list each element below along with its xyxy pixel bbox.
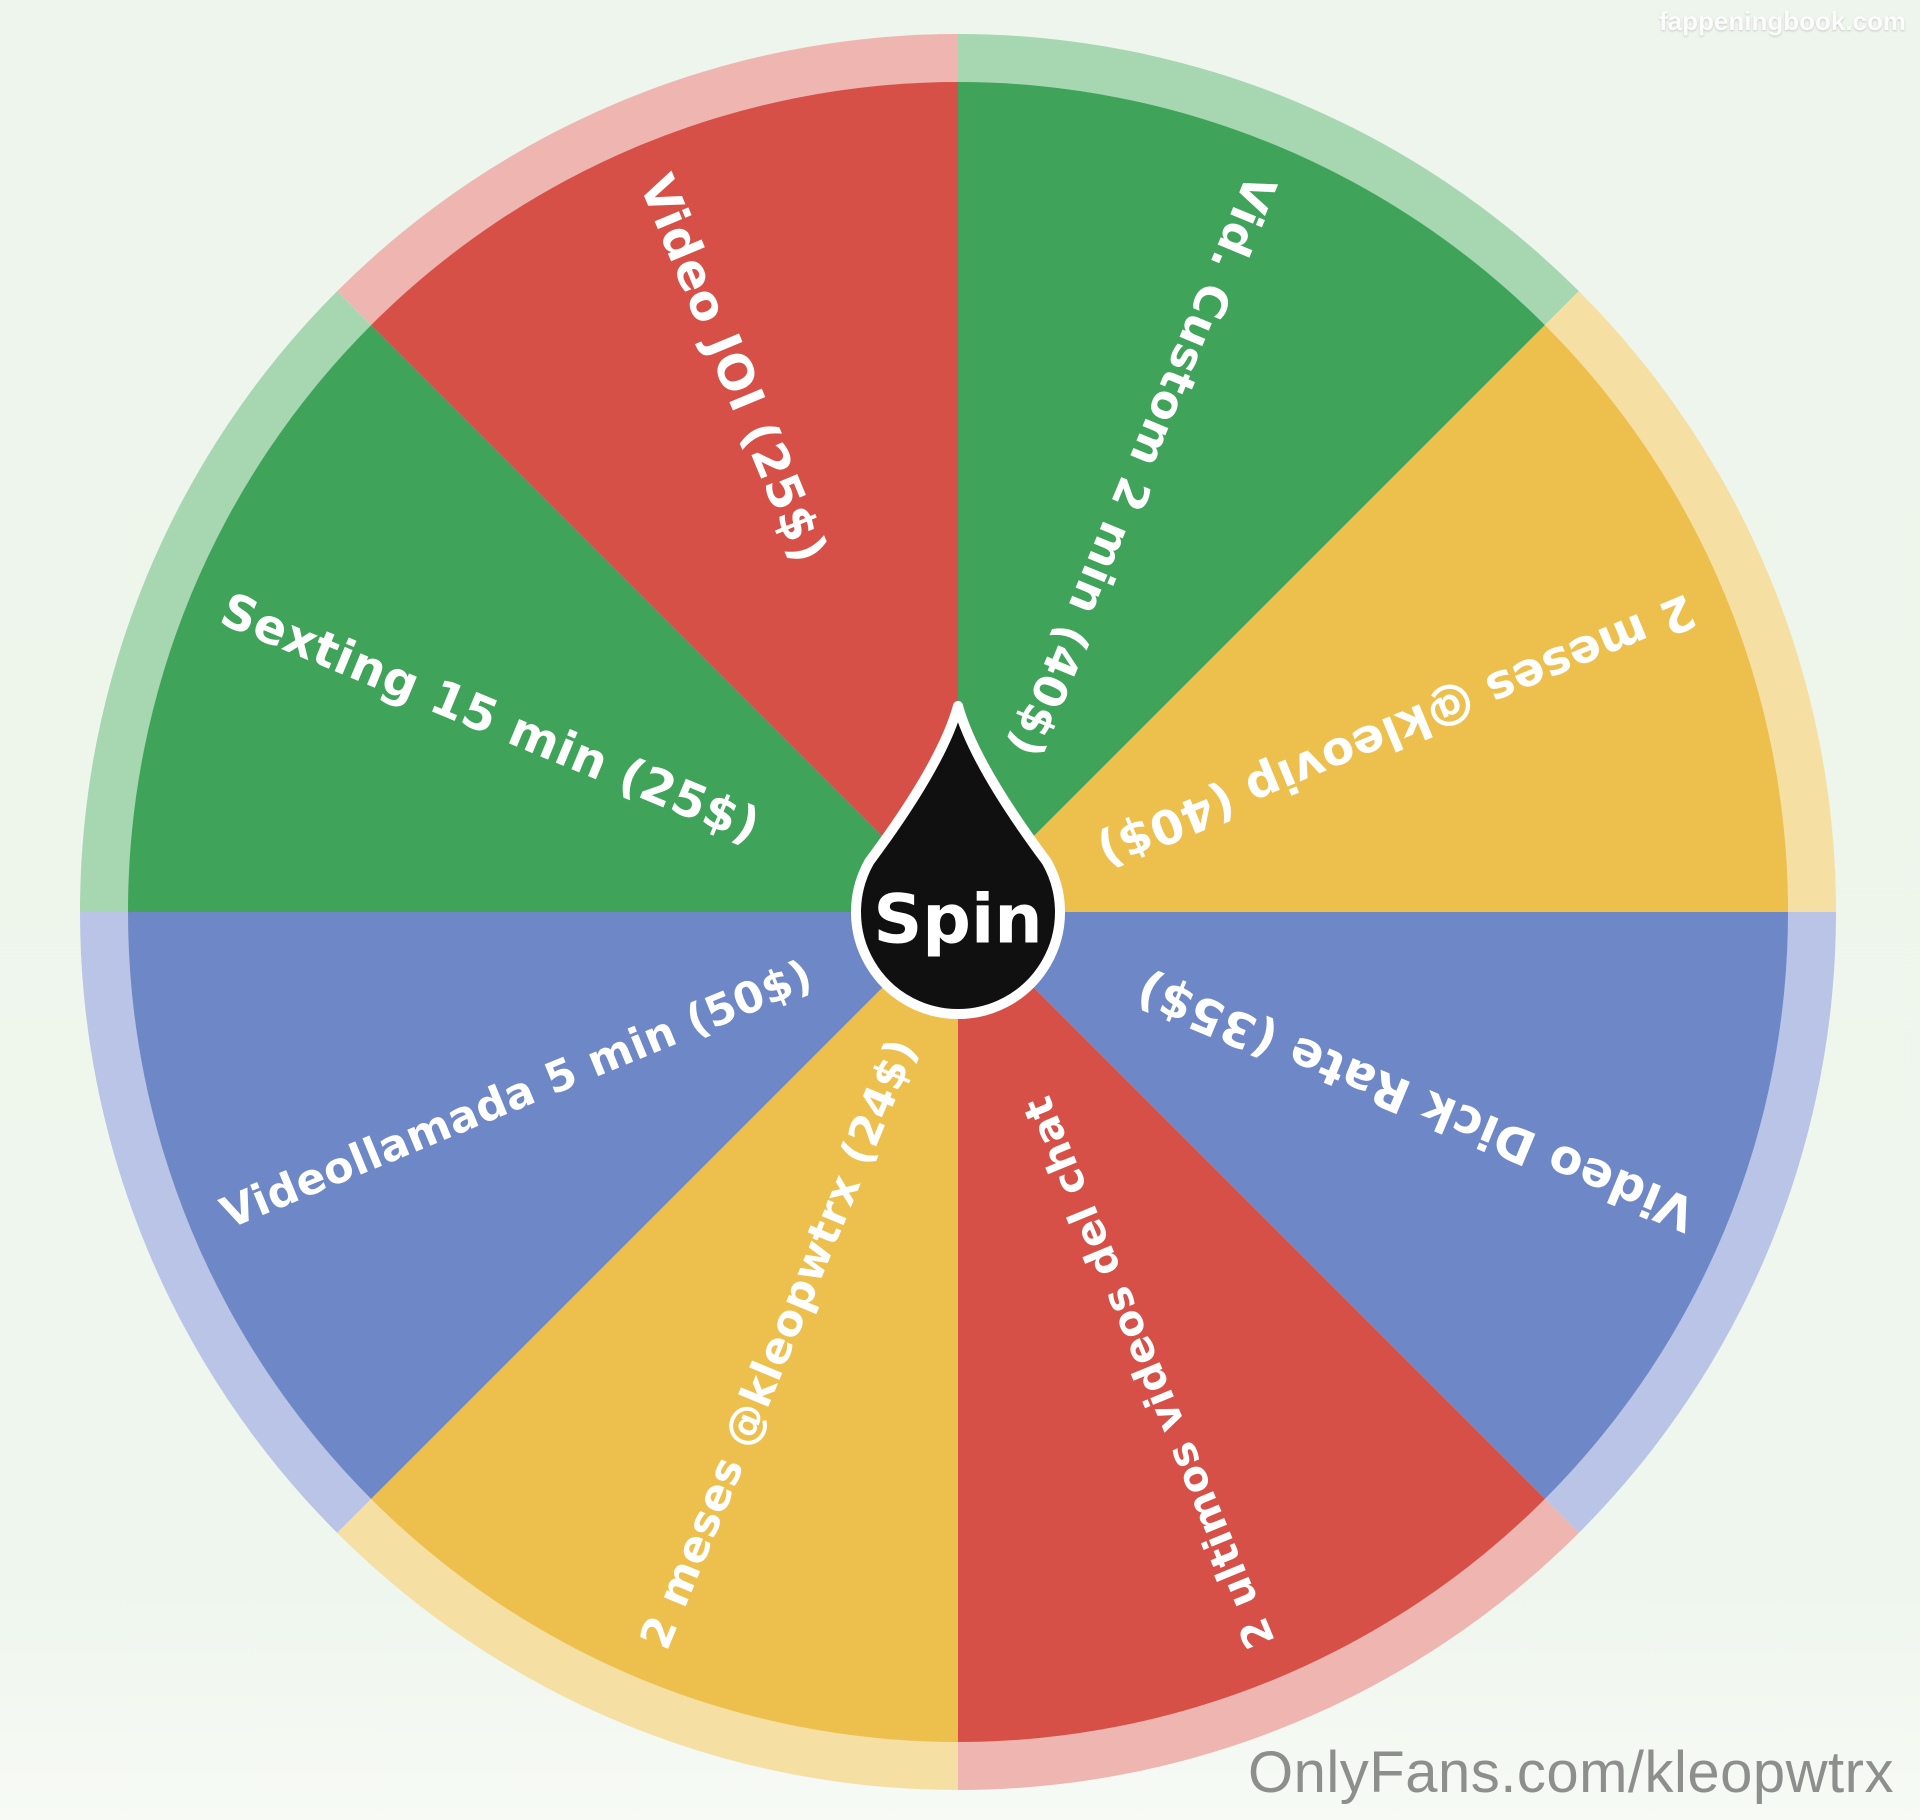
watermark-bottom: OnlyFans.com/kleopwtrx	[1248, 1740, 1894, 1805]
segment-0[interactable]	[958, 82, 1545, 912]
spin-pointer-icon[interactable]	[851, 701, 1065, 1019]
segment-6[interactable]	[128, 325, 958, 912]
segment-5[interactable]	[128, 912, 958, 1499]
spin-button-label: Spin	[873, 881, 1042, 960]
watermark-top: fappeningbook.com	[1659, 6, 1906, 36]
segment-4[interactable]	[371, 912, 958, 1742]
segment-7[interactable]	[371, 82, 958, 912]
spin-button[interactable]: Spin	[851, 701, 1065, 1019]
segment-2[interactable]	[958, 912, 1788, 1499]
segment-1[interactable]	[958, 325, 1788, 912]
segment-3[interactable]	[958, 912, 1545, 1742]
